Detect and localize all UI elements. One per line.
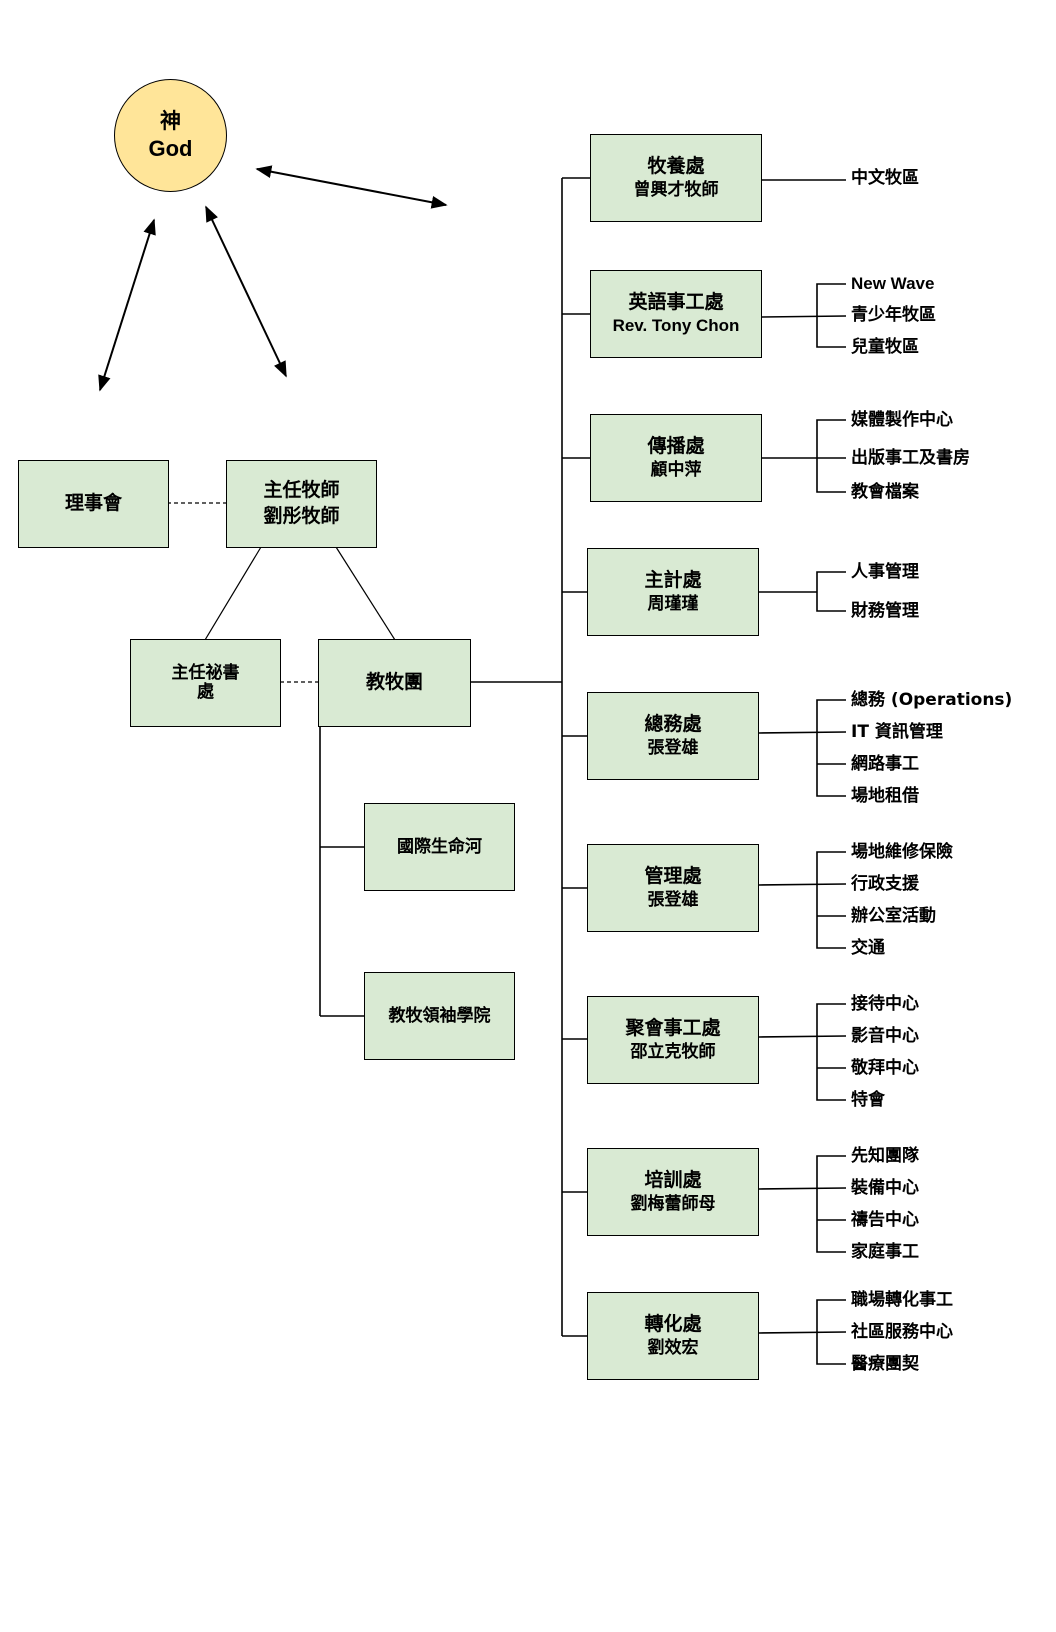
department-head: Rev. Tony Chon xyxy=(612,316,740,336)
department-name: 培訓處 xyxy=(644,1168,702,1191)
department-name: 聚會事工處 xyxy=(625,1016,721,1039)
sub-unit: 場地租借 xyxy=(851,786,919,806)
god-label-zh: 神 xyxy=(160,108,181,133)
board-node: 理事會 xyxy=(18,460,169,548)
sub-unit: 特會 xyxy=(851,1090,885,1110)
sub-unit: 敬拜中心 xyxy=(851,1058,919,1078)
pastoral-team-node: 教牧團 xyxy=(318,639,471,727)
sub-unit: 先知團隊 xyxy=(851,1146,919,1166)
department-name: 總務處 xyxy=(644,712,702,735)
god-label-en: God xyxy=(148,135,193,161)
department-head: 張登雄 xyxy=(647,738,699,759)
department-node: 轉化處 劉效宏 xyxy=(587,1292,759,1380)
department-name: 轉化處 xyxy=(644,1312,702,1335)
senior-pastor-name: 劉彤牧師 xyxy=(263,505,340,527)
secretary-line2: 處 xyxy=(197,682,214,702)
pastoral-team-label: 教牧團 xyxy=(365,671,423,694)
department-head: 劉效宏 xyxy=(647,1338,699,1359)
sub-unit: 醫療團契 xyxy=(851,1354,919,1374)
department-node: 主計處 周瑾瑾 xyxy=(587,548,759,636)
sub-unit: 影音中心 xyxy=(851,1026,919,1046)
department-head: 周瑾瑾 xyxy=(647,594,699,615)
senior-pastor-node: 主任牧師 劉彤牧師 xyxy=(226,460,377,548)
sub-unit: 行政支援 xyxy=(851,874,919,894)
sub-unit: 社區服務中心 xyxy=(851,1322,953,1342)
sub-unit: 財務管理 xyxy=(851,601,919,621)
department-head: 顧中萍 xyxy=(650,460,702,481)
department-node: 牧養處 曾興才牧師 xyxy=(590,134,762,222)
sub-unit: 總務 (Operations) xyxy=(851,690,1013,710)
department-name: 傳播處 xyxy=(647,434,705,457)
sub-unit: New Wave xyxy=(851,274,935,293)
department-node: 總務處 張登雄 xyxy=(587,692,759,780)
sub-unit: 場地維修保險 xyxy=(851,842,953,862)
sub-unit: 辦公室活動 xyxy=(851,906,936,926)
sub-unit: 交通 xyxy=(851,938,885,958)
department-head: 張登雄 xyxy=(647,890,699,911)
sub-unit: 教會檔案 xyxy=(851,482,919,502)
department-head: 邵立克牧師 xyxy=(630,1042,716,1063)
secretary-line1: 主任祕書 xyxy=(171,663,240,684)
leadership-academy-node: 教牧領袖學院 xyxy=(364,972,515,1060)
sub-unit: 中文牧區 xyxy=(851,168,919,188)
sub-unit: 媒體製作中心 xyxy=(851,410,953,430)
sub-unit: 人事管理 xyxy=(851,562,919,582)
department-name: 主計處 xyxy=(644,568,702,591)
river-of-life-node: 國際生命河 xyxy=(364,803,515,891)
department-node: 管理處 張登雄 xyxy=(587,844,759,932)
sub-unit: 兒童牧區 xyxy=(851,337,919,357)
sub-unit: IT 資訊管理 xyxy=(851,722,943,742)
department-head: 劉梅蕾師母 xyxy=(630,1194,716,1215)
secretary-office-node: 主任祕書 處 xyxy=(130,639,281,727)
sub-unit: 網路事工 xyxy=(851,754,919,774)
department-node: 傳播處 顧中萍 xyxy=(590,414,762,502)
sub-unit: 裝備中心 xyxy=(851,1178,919,1198)
department-node: 培訓處 劉梅蕾師母 xyxy=(587,1148,759,1236)
leadership-academy-label: 教牧領袖學院 xyxy=(388,1005,491,1026)
river-of-life-label: 國際生命河 xyxy=(397,836,482,857)
sub-unit: 青少年牧區 xyxy=(851,305,936,325)
board-label: 理事會 xyxy=(64,492,122,515)
sub-unit: 家庭事工 xyxy=(851,1242,919,1262)
department-name: 英語事工處 xyxy=(628,290,724,313)
senior-pastor-title: 主任牧師 xyxy=(263,479,340,502)
department-name: 管理處 xyxy=(644,864,702,887)
sub-unit: 禱告中心 xyxy=(851,1210,919,1230)
department-name: 牧養處 xyxy=(647,154,705,177)
sub-unit: 接待中心 xyxy=(851,994,919,1014)
sub-unit: 職場轉化事工 xyxy=(851,1290,953,1310)
god-node: 神 God xyxy=(114,79,227,192)
sub-unit: 出版事工及書房 xyxy=(851,448,970,468)
department-head: 曾興才牧師 xyxy=(633,180,719,201)
department-node: 英語事工處 Rev. Tony Chon xyxy=(590,270,762,358)
department-node: 聚會事工處 邵立克牧師 xyxy=(587,996,759,1084)
